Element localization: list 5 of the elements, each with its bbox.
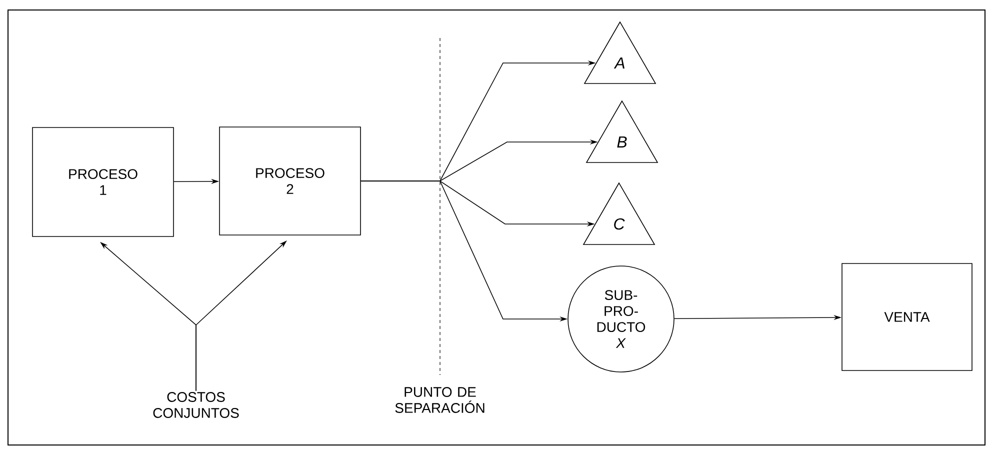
sale-box: VENTA [842, 263, 972, 371]
split-point-label: PUNTO DE SEPARACIÓN [395, 387, 484, 413]
cost-label: COSTOS CONJUNTOS [153, 392, 239, 418]
process-box: PROCESO 1 [32, 127, 174, 237]
process-box: PROCESO 2 [219, 126, 361, 236]
